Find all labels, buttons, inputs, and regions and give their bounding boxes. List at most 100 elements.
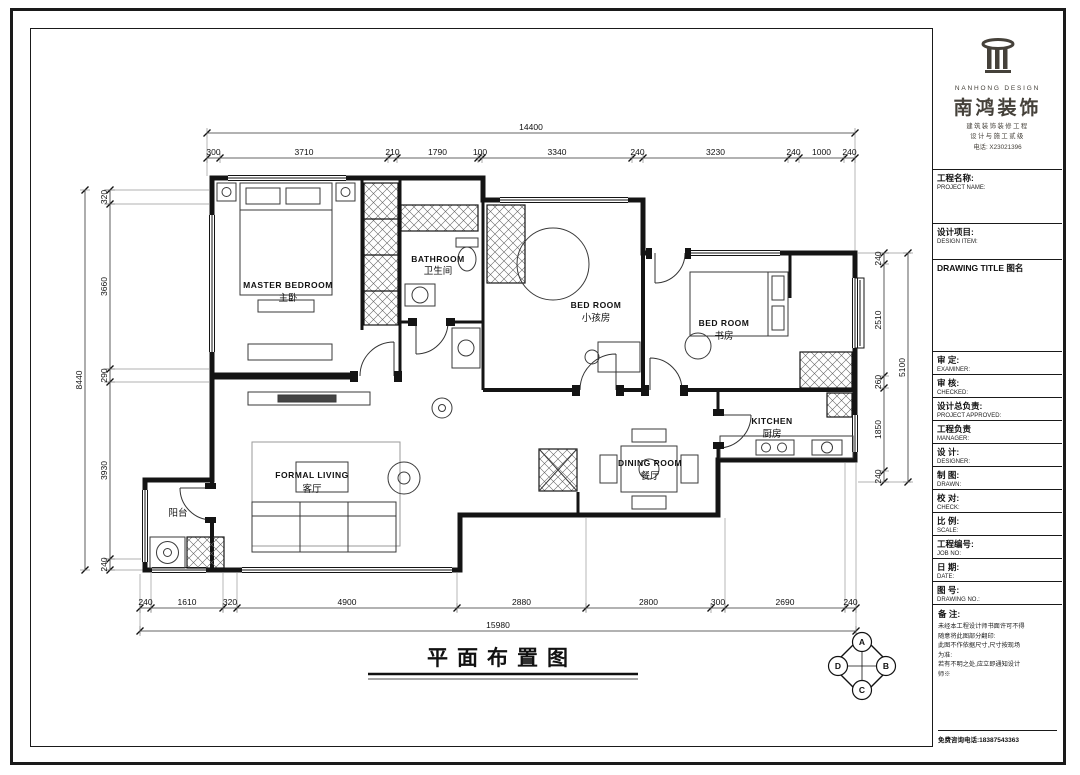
study-rug: [684, 332, 712, 360]
kids-door: [579, 353, 617, 391]
field-manager: 工程负责 MANAGER:: [933, 421, 1062, 444]
dimension-label: 300: [711, 597, 725, 607]
entry-door: [654, 252, 686, 284]
dimension-label: 3710: [295, 147, 314, 157]
dimension-label: 2510: [873, 310, 883, 329]
fridge: [826, 392, 853, 418]
room-label-bathroom-cn: 卫生间: [424, 265, 453, 277]
washer: [149, 536, 186, 569]
field-examiner: 审 定: EXAMINER:: [933, 352, 1062, 375]
dimension-label: 2880: [512, 597, 531, 607]
room-label-balcony-cn: 阳台: [168, 507, 187, 519]
drawing-title: 平面布置图: [368, 646, 638, 680]
note-line: 为准:: [938, 651, 953, 659]
dimension-label: 260: [873, 375, 883, 389]
dimension-label: 210: [385, 147, 399, 157]
dimension-label: 8440: [74, 370, 84, 389]
stove: [755, 439, 795, 456]
room-label-master-bedroom-cn: 主卧: [278, 292, 298, 304]
compass-letter-b: B: [883, 661, 889, 671]
room-label-kitchen-en: KITCHEN: [751, 416, 792, 426]
dimension-label: 290: [99, 368, 109, 382]
accent-chair: [387, 461, 421, 495]
field-designer: 设 计: DESIGNER:: [933, 444, 1062, 467]
study-door: [649, 357, 683, 391]
dimension-label: 100: [473, 147, 487, 157]
consult-phone: 免费咨询电话:18387543363: [938, 730, 1057, 744]
room-label-dining-en: DINING ROOM: [618, 458, 682, 468]
kids-round-bed: [516, 227, 590, 301]
room-label-kids-bedroom-en: BED ROOM: [571, 300, 622, 310]
chair: [680, 454, 699, 484]
dimension-label: 240: [842, 147, 856, 157]
compass-letter-c: C: [859, 685, 865, 695]
field-check: 校 对: CHECK:: [933, 490, 1062, 513]
master-dresser: [247, 343, 333, 361]
master-wardrobe: [363, 182, 399, 326]
entry-opening: [649, 249, 685, 257]
dimension-label: 2800: [639, 597, 658, 607]
field-project-approved: 设计总负责: PROJECT APPROVED:: [933, 398, 1062, 421]
dimension-label: 2690: [776, 597, 795, 607]
bath-shaft: [400, 204, 479, 232]
dimension-label: 3230: [706, 147, 725, 157]
brand-subline-1: 建筑装饰装修工程: [966, 123, 1029, 130]
bathroom-door: [415, 321, 449, 355]
dimension-label: 240: [843, 597, 857, 607]
field-scale: 比 例: SCALE:: [933, 513, 1062, 536]
tv: [277, 394, 337, 403]
field-drawn: 制 图: DRAWN:: [933, 467, 1062, 490]
dimension-label: 320: [223, 597, 237, 607]
windows: [141, 174, 865, 574]
dimension-label: 240: [138, 597, 152, 607]
dimension-label: 1790: [428, 147, 447, 157]
sofa: [251, 501, 397, 553]
bay-window: [855, 277, 865, 349]
room-label-kitchen-cn: 厨房: [762, 428, 781, 440]
field-drawing-no: 图 号: DRAWING NO.:: [933, 582, 1062, 605]
room-label-bathroom-en: BATHROOM: [411, 254, 464, 264]
notes-section: 备 注: 未经本工程设计师书面许可不得 随意将此图部分翻印: 此图不作依据尺寸,…: [933, 605, 1062, 747]
study-bed: [689, 271, 789, 337]
vanity: [451, 327, 481, 369]
dimension-label: 5100: [897, 358, 907, 377]
nightstand: [216, 182, 237, 202]
dimension-label: 4900: [338, 597, 357, 607]
room-label-study-cn: 书房: [714, 330, 733, 342]
bed-bench: [257, 299, 315, 313]
dimension-label: 3660: [99, 277, 109, 296]
room-label-dining-cn: 餐厅: [640, 470, 660, 482]
dimension-label: 1610: [178, 597, 197, 607]
dimension-label: 14400: [519, 122, 543, 132]
dimension-label: 3930: [99, 461, 109, 480]
dimension-label: 300: [206, 147, 220, 157]
note-line: 未经本工程设计师书面许可不得: [938, 623, 1025, 630]
dimension-label: 15980: [486, 620, 510, 630]
dimension-label: 240: [786, 147, 800, 157]
furniture: [149, 182, 854, 569]
room-label-living-en: FORMAL LIVING: [275, 470, 348, 480]
kids-wardrobe: [486, 204, 526, 284]
brand-phone: 电话: X23021396: [973, 144, 1022, 151]
drawing-title-text: 平面布置图: [427, 646, 577, 670]
dimension-label: 240: [873, 469, 883, 483]
chair: [631, 428, 667, 443]
dimension-label: 240: [873, 251, 883, 265]
tv-cabinet: [247, 391, 371, 406]
dimension-label: 320: [99, 190, 109, 204]
toilet-tank: [455, 237, 479, 248]
room-labels: MASTER BEDROOM 主卧 BATHROOM 卫生间 BED ROOM …: [168, 254, 792, 519]
brand-name-en: NANHONG DESIGN: [954, 85, 1041, 92]
compass-letter-d: D: [835, 661, 841, 671]
toilet: [457, 246, 477, 272]
kitchen-sink: [811, 439, 843, 456]
compass-letter-a: A: [859, 637, 865, 647]
note-line: 师※: [938, 671, 951, 679]
coffee-table: [295, 461, 349, 493]
title-block: NANHONG DESIGN 南鸿装饰 建筑装饰装修工程 设计与施工贰级 电话:…: [932, 28, 1062, 747]
company-logo-icon: [981, 38, 1014, 73]
bath-sink-counter: [404, 283, 436, 307]
